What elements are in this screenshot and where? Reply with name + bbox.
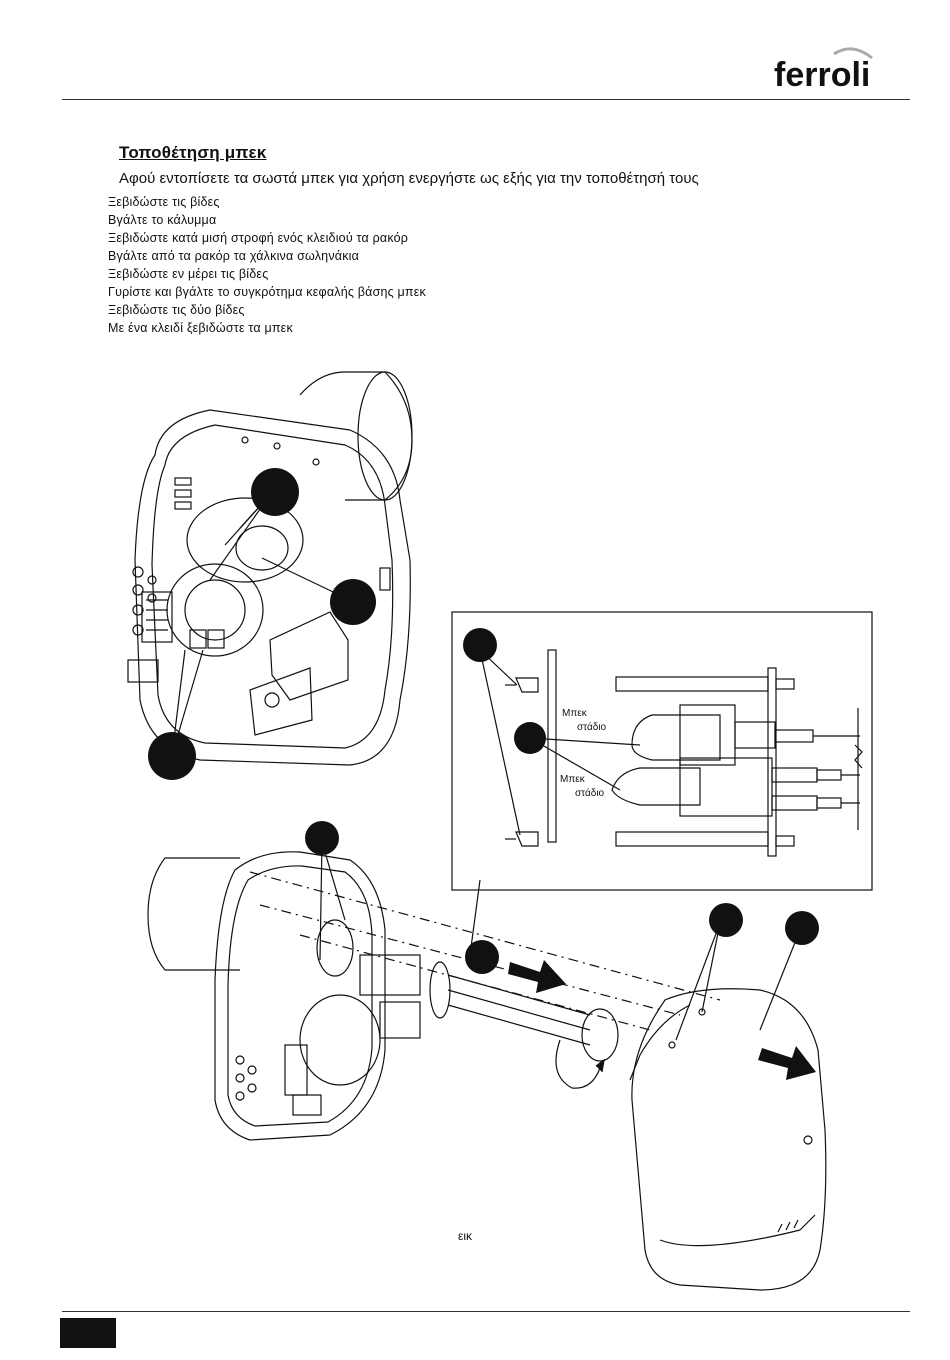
step-item: Ξεβιδώστε εν μέρει τις βίδες xyxy=(108,267,269,281)
step-item: Ξεβιδώστε τις δύο βίδες xyxy=(108,303,245,317)
step-item: Ξεβιδώστε τις βίδες xyxy=(108,195,220,209)
direction-arrow-icon xyxy=(508,960,566,993)
section-intro: Αφού εντοπίσετε τα σωστά μπεκ για χρήση … xyxy=(119,170,699,187)
callout-marker xyxy=(463,628,497,662)
callout-marker xyxy=(148,732,196,780)
burner-upper-illustration xyxy=(127,371,413,766)
nozzle-stage-2-label-line1: Μπεκ xyxy=(560,774,586,785)
nozzle-stage-2-label-line2: στάδιο xyxy=(575,787,605,799)
callout-marker xyxy=(465,940,499,974)
burner-exploded-illustration xyxy=(147,841,801,1141)
step-item: Βγάλτε το κάλυμμα xyxy=(108,213,217,227)
svg-text:ferroli: ferroli xyxy=(774,56,870,94)
step-item: Με ένα κλειδί ξεβιδώστε τα μπεκ xyxy=(108,321,293,335)
step-item: Βγάλτε από τα ρακόρ τα χάλκινα σωληνάκια xyxy=(108,249,360,263)
callout-marker xyxy=(251,468,299,516)
figure-caption: εικ xyxy=(458,1229,473,1243)
callout-marker xyxy=(709,903,743,937)
step-item: Ξεβιδώστε κατά μισή στροφή ενός κλειδιού… xyxy=(108,231,409,245)
step-item: Γυρίστε και βγάλτε το συγκρότημα κεφαλής… xyxy=(108,285,426,299)
nozzle-stage-1-label-line1: Μπεκ xyxy=(562,708,588,719)
callout-marker xyxy=(330,579,376,625)
steps-list: Ξεβιδώστε τις βίδες Βγάλτε το κάλυμμα Ξε… xyxy=(108,193,426,337)
header-rule xyxy=(62,99,910,100)
footer-rule xyxy=(62,1311,910,1312)
ferroli-logo: ferroli xyxy=(774,47,873,94)
callout-marker xyxy=(514,722,546,754)
section-title: Τοποθέτηση μπεκ xyxy=(119,143,267,162)
burner-cover-illustration xyxy=(629,988,827,1291)
direction-arrow-icon xyxy=(758,1046,816,1080)
callout-marker xyxy=(785,911,819,945)
nozzle-detail-inset xyxy=(451,611,873,891)
page-tab xyxy=(60,1318,116,1348)
callout-marker xyxy=(305,821,339,855)
nozzle-stage-1-label-line2: στάδιο xyxy=(577,721,607,733)
